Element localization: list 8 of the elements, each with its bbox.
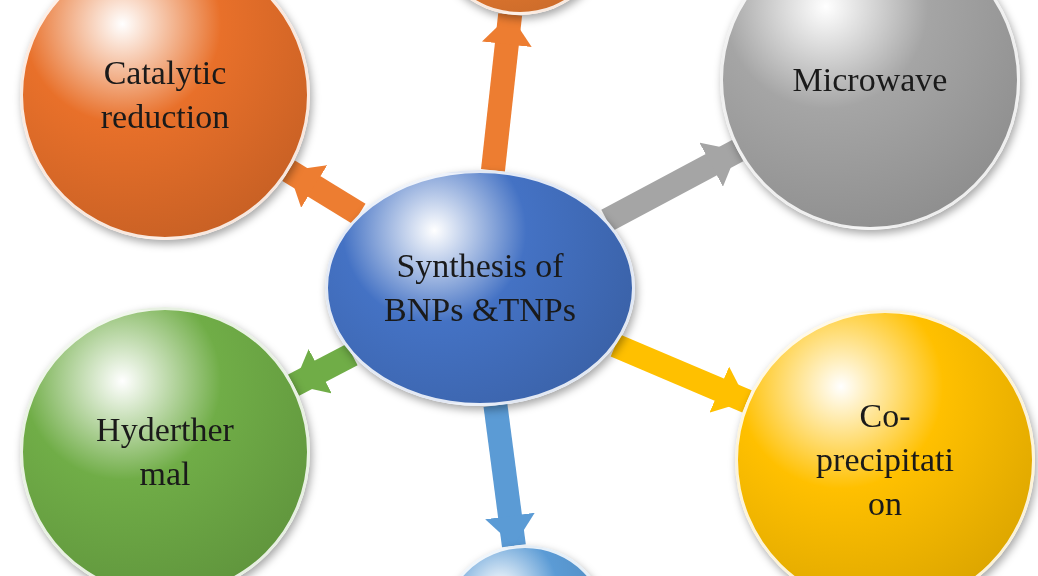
node-label: Hyderther mal bbox=[95, 409, 235, 494]
block-arrow bbox=[601, 140, 744, 231]
node-label: Microwave bbox=[791, 59, 949, 100]
block-arrow bbox=[282, 160, 366, 225]
block-arrow bbox=[481, 13, 532, 172]
node-label: Co- precipitati on bbox=[815, 395, 955, 525]
node-label: Catalytic reduction bbox=[99, 52, 231, 137]
node-label: Synthesis of BNPs &TNPs bbox=[383, 245, 577, 330]
